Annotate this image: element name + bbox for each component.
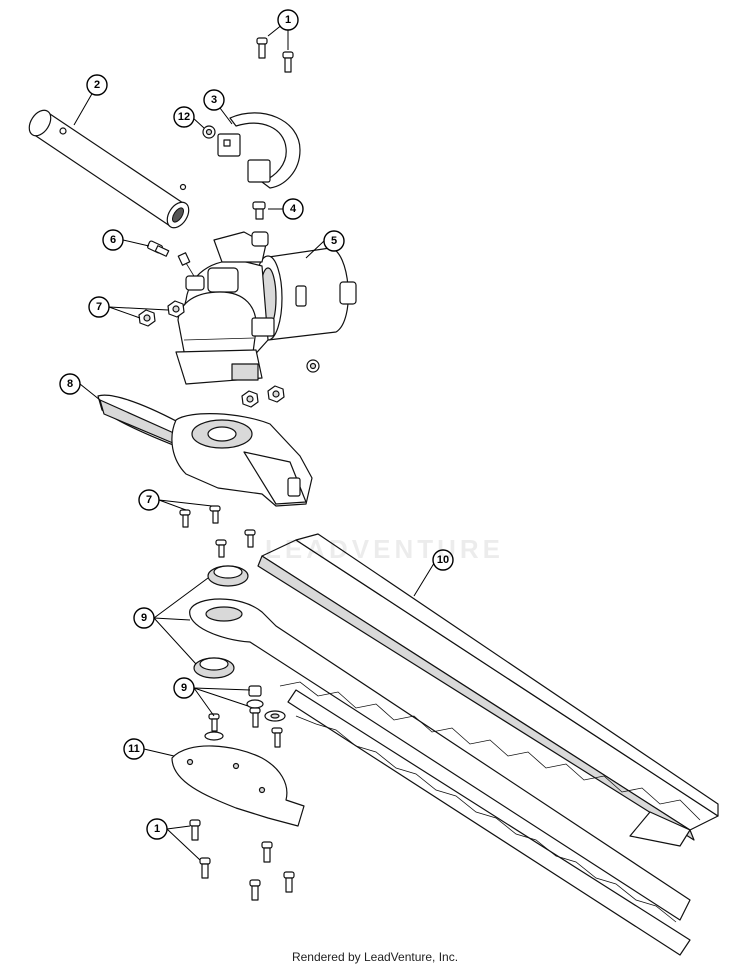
callout-label: 2 xyxy=(94,79,100,91)
callout-label: 10 xyxy=(437,554,449,566)
callout-9-upper: 9 xyxy=(133,607,155,629)
callout-7-upper: 7 xyxy=(88,296,110,318)
callout-10: 10 xyxy=(432,549,454,571)
callout-label: 11 xyxy=(128,743,140,755)
callout-1-top: 1 xyxy=(277,9,299,31)
callout-12: 12 xyxy=(173,106,195,128)
footer-credit: Rendered by LeadVenture, Inc. xyxy=(291,950,459,964)
watermark-text: LEADVENTURE xyxy=(265,534,505,564)
nuts-part-7-upper[interactable] xyxy=(138,300,285,408)
callout-8: 8 xyxy=(59,373,81,395)
callout-label: 1 xyxy=(154,823,160,835)
callout-label: 9 xyxy=(181,682,187,694)
washer-part-12[interactable] xyxy=(202,125,216,139)
callout-label: 8 xyxy=(67,378,73,390)
callout-label: 3 xyxy=(211,94,217,106)
callout-4: 4 xyxy=(282,198,304,220)
callout-label: 1 xyxy=(285,14,291,26)
handle-housing-part-8[interactable] xyxy=(97,394,313,507)
hardware-part-9-lower[interactable] xyxy=(204,685,286,748)
screw-part-4[interactable] xyxy=(252,201,266,220)
callout-3: 3 xyxy=(203,89,225,111)
callout-label: 4 xyxy=(290,203,297,215)
callout-7-lower: 7 xyxy=(138,489,160,511)
screw-a xyxy=(256,37,268,59)
callout-label: 7 xyxy=(96,301,102,313)
callout-1-bottom: 1 xyxy=(146,818,168,840)
screws-part-1-bottom[interactable] xyxy=(189,819,295,901)
blade-guard-part-10[interactable] xyxy=(257,533,719,847)
blade-assembly-part-9[interactable] xyxy=(189,565,701,956)
screw-part-1-top[interactable] xyxy=(256,37,294,73)
callout-label: 12 xyxy=(178,111,190,123)
callout-5: 5 xyxy=(323,230,345,252)
callout-2: 2 xyxy=(86,74,108,96)
bolt-part-6[interactable] xyxy=(147,240,170,257)
cover-plate-part-11[interactable] xyxy=(171,745,305,827)
screws-part-7-lower[interactable] xyxy=(179,505,256,558)
shield-bracket-part-3[interactable] xyxy=(217,112,301,189)
callout-label: 5 xyxy=(331,235,337,247)
gearbox-assembly-part-5[interactable] xyxy=(175,231,357,385)
callout-label: 6 xyxy=(110,234,116,246)
callout-9-lower: 9 xyxy=(173,677,195,699)
callout-label: 7 xyxy=(146,494,152,506)
callout-6: 6 xyxy=(102,229,124,251)
callout-label: 9 xyxy=(141,612,147,624)
screw-b xyxy=(282,51,294,73)
callout-11: 11 xyxy=(123,738,145,760)
drive-tube-part-2[interactable] xyxy=(25,106,193,231)
